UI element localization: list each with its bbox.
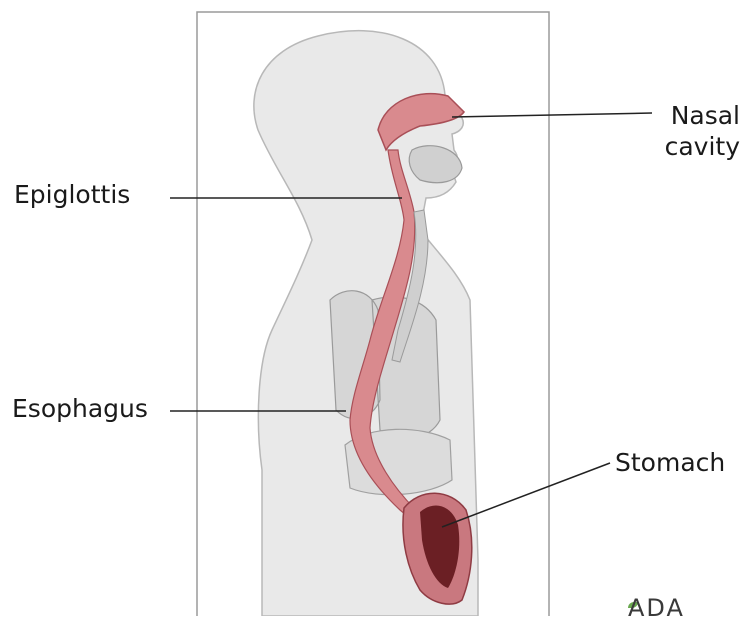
publisher-watermark: ADA xyxy=(628,596,685,620)
nasal-cavity-label-line2: cavity xyxy=(662,131,740,162)
nasal-cavity-label: Nasal cavity xyxy=(662,100,740,162)
stomach-label: Stomach xyxy=(615,447,725,478)
esophagus-label: Esophagus xyxy=(12,393,148,424)
nasal-cavity-label-line1: Nasal xyxy=(662,100,740,131)
epiglottis-label: Epiglottis xyxy=(14,179,130,210)
